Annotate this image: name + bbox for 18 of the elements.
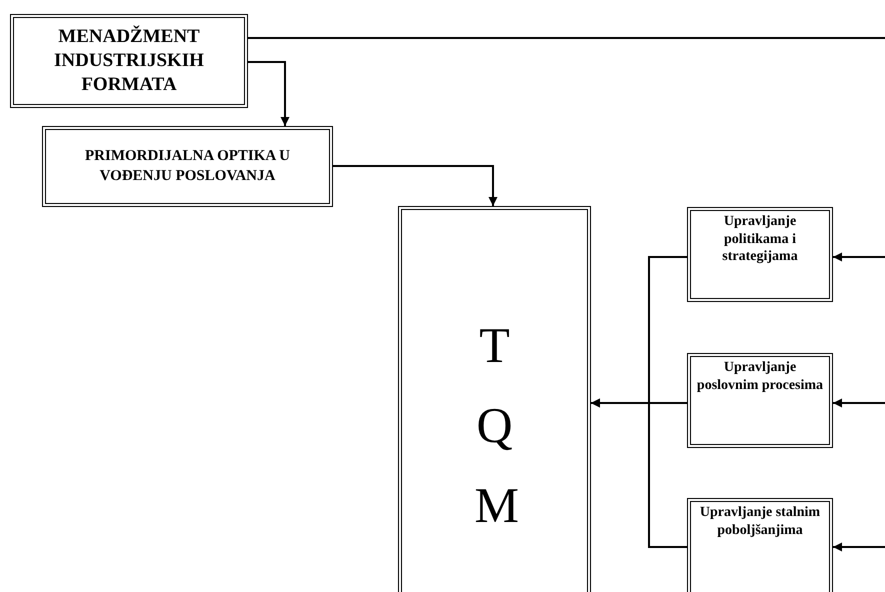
arrow [833, 542, 885, 552]
process-box [42, 126, 333, 207]
box-label: PRIMORDIJALNA OPTIKA U VOĐENJU POSLOVANJA [84, 147, 291, 186]
box-label: Upravljanje poslovnim procesima [696, 359, 824, 394]
arrow [591, 398, 687, 548]
box-label: Upravljanje stalnim poboljšanjima [698, 504, 822, 539]
process-box [10, 14, 248, 108]
main-box [398, 206, 591, 592]
arrow [333, 165, 498, 206]
connector-line [248, 37, 885, 39]
arrow [248, 61, 290, 126]
process-box [687, 498, 833, 592]
process-box [687, 207, 833, 302]
process-box [687, 353, 833, 448]
arrow [833, 398, 885, 408]
box-label: MENADŽMENT INDUSTRIJSKIH FORMATA [53, 25, 205, 97]
arrow [833, 252, 885, 262]
box-label: Upravljanje politikama i strategijama [721, 213, 799, 266]
